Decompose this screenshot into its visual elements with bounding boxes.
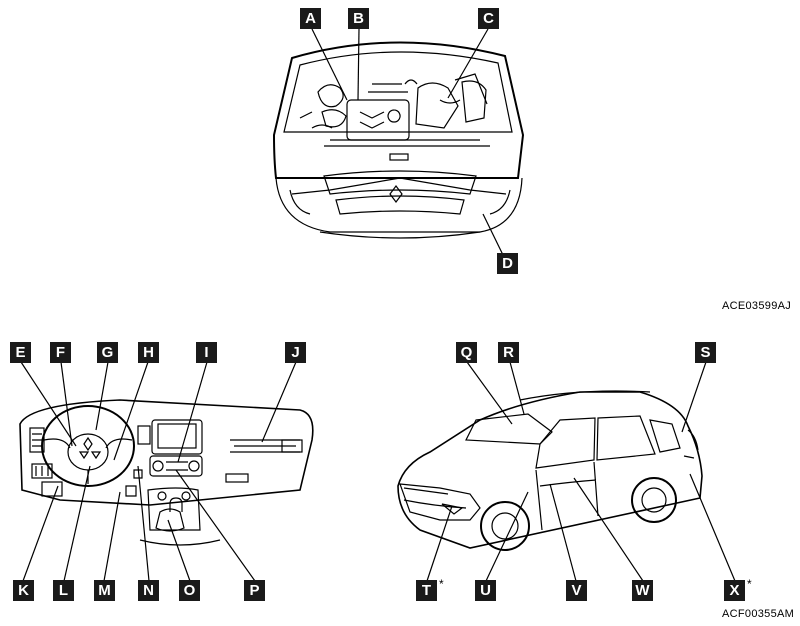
callout-g: G [97,342,118,363]
engine-figure-code: ACE03599AJ [722,300,792,312]
callout-c: C [478,8,499,29]
callout-a: A [300,8,321,29]
engine-leader-lines [311,28,504,256]
callout-n: N [138,580,159,601]
exterior-leader-lines [426,361,736,582]
callout-w: W [632,580,653,601]
callout-p: P [244,580,265,601]
callout-k: K [13,580,34,601]
dashboard-illustration [19,399,314,546]
callout-e: E [10,342,31,363]
callout-t-asterisk: * [439,577,444,591]
callout-j: J [285,342,306,363]
callout-m: M [94,580,115,601]
callout-o: O [179,580,200,601]
callout-x: X [724,580,745,601]
callout-l: L [53,580,74,601]
vehicle-exterior-illustration [397,390,703,551]
callout-d: D [497,253,518,274]
callout-x-asterisk: * [747,577,752,591]
interior-leader-lines [20,361,297,582]
callout-h: H [138,342,159,363]
callout-b: B [348,8,369,29]
callout-i: I [196,342,217,363]
callout-f: F [50,342,71,363]
callout-r: R [498,342,519,363]
callout-s: S [695,342,716,363]
vehicle-figure-code: ACF00355AM [722,608,795,620]
callout-t: T [416,580,437,601]
callout-v: V [566,580,587,601]
engine-bay-illustration [272,41,525,239]
callout-u: U [475,580,496,601]
callout-q: Q [456,342,477,363]
